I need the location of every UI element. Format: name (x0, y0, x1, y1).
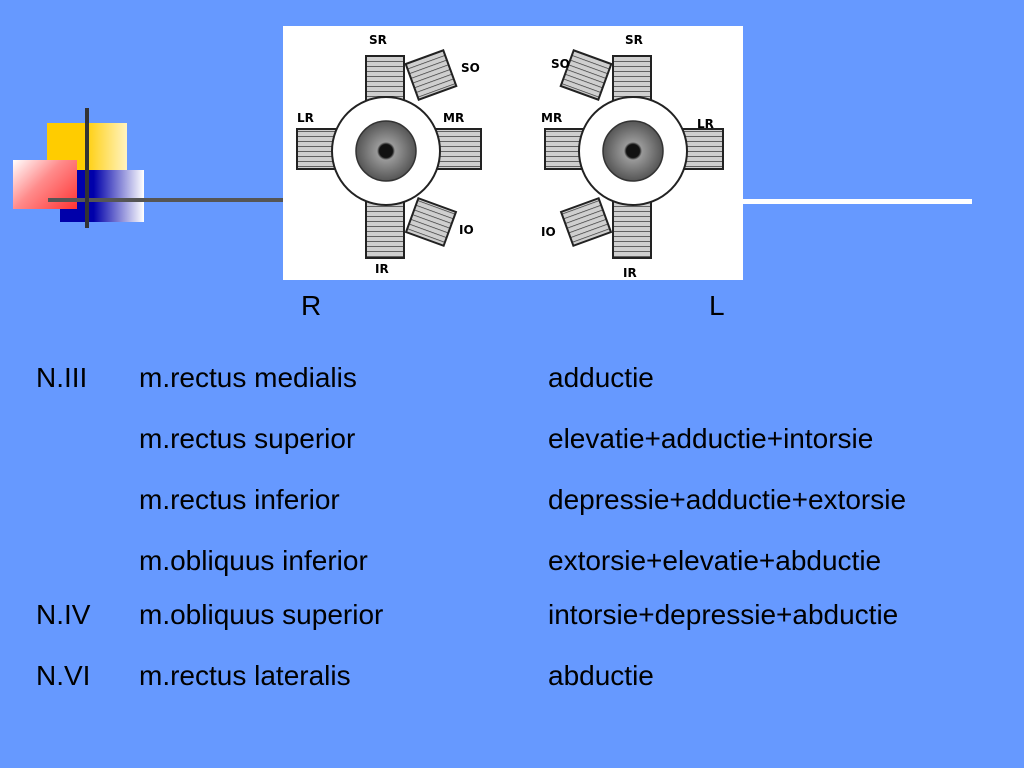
muscle-cell: m.rectus inferior (139, 484, 340, 515)
muscle-cell: m.obliquus inferior (139, 545, 368, 576)
action-cell: extorsie+elevatie+abductie (548, 545, 882, 576)
left-lr-label: LR (697, 117, 714, 131)
right-iris (355, 120, 417, 182)
left-io-muscle (559, 196, 613, 248)
nerve-cell: N.VI (36, 660, 91, 691)
left-io-label: IO (541, 225, 556, 239)
nerve-cell: N.III (36, 362, 88, 393)
eye-muscles-figure: SR SO LR MR IO IR SR SO MR LR IO IR (283, 26, 743, 280)
right-so-muscle (404, 49, 458, 101)
decor-horizontal-line-left (48, 198, 284, 202)
right-lr-label: LR (297, 111, 314, 125)
muscle-cell: m.obliquus superior (139, 599, 384, 630)
left-ir-muscle (612, 195, 652, 259)
left-ir-label: IR (623, 266, 637, 280)
action-cell: elevatie+adductie+intorsie (548, 423, 874, 454)
muscle-cell: m.rectus superior (139, 423, 356, 454)
decor-horizontal-line-right (742, 199, 972, 204)
right-ir-muscle (365, 195, 405, 259)
right-ir-label: IR (375, 262, 389, 276)
right-mr-label: MR (443, 111, 464, 125)
left-mr-label: MR (541, 111, 562, 125)
right-side-label: R (301, 290, 322, 321)
left-so-muscle (559, 49, 613, 101)
left-sr-label: SR (625, 33, 643, 47)
action-cell: intorsie+depressie+abductie (548, 599, 899, 630)
muscle-cell: m.rectus medialis (139, 362, 357, 393)
eye-muscles-illustration: SR SO LR MR IO IR SR SO MR LR IO IR (296, 33, 724, 280)
right-sr-label: SR (369, 33, 387, 47)
left-so-label: SO (551, 57, 570, 71)
right-so-label: SO (461, 61, 480, 75)
right-eye-diagram: SR SO LR MR IO IR (296, 33, 482, 276)
left-eye-diagram: SR SO MR LR IO IR (541, 33, 724, 280)
right-io-label: IO (459, 223, 474, 237)
decor-vertical-line (85, 108, 89, 228)
muscle-cell: m.rectus lateralis (139, 660, 351, 691)
action-cell: adductie (548, 362, 654, 393)
left-side-label: L (709, 290, 725, 321)
action-cell: abductie (548, 660, 654, 691)
nerve-cell: N.IV (36, 599, 91, 630)
action-cell: depressie+adductie+extorsie (548, 484, 907, 515)
right-io-muscle (404, 196, 458, 248)
left-iris (602, 120, 664, 182)
